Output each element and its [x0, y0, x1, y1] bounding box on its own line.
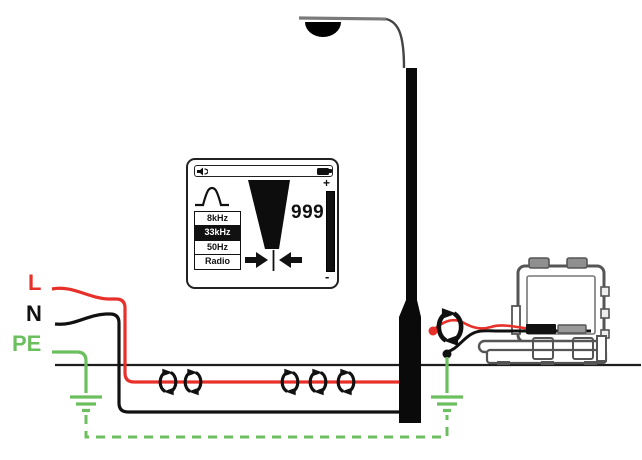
- lid-hinge: [600, 308, 610, 319]
- case-latch: [572, 337, 594, 360]
- signal-graphics: [245, 180, 302, 271]
- lead-connector-block: [526, 324, 556, 334]
- transmitter-red-lead: [432, 318, 557, 332]
- signal-strength-wedge: [248, 180, 290, 249]
- frequency-option-radio: Radio: [194, 254, 241, 270]
- lamp-pole: [399, 68, 421, 423]
- frequency-list: 8kHz 33kHz 50Hz Radio: [194, 210, 241, 270]
- earth-return-dashed-line: [84, 415, 449, 439]
- case-end-latch: [596, 335, 607, 362]
- status-bar: [194, 165, 333, 177]
- gain-plus-label: +: [323, 176, 331, 190]
- lid-side-tab: [511, 305, 521, 335]
- lid-hinge: [600, 286, 610, 297]
- neutral-wire-label: N: [26, 301, 42, 326]
- lamp-head: [305, 22, 341, 37]
- speaker-icon: [197, 167, 208, 175]
- lamp-housing: [298, 16, 387, 21]
- signal-clamp-icon: [439, 308, 461, 346]
- transmitter-case: [477, 257, 610, 365]
- live-wire-label: L: [28, 270, 42, 295]
- lid-latch: [566, 257, 588, 269]
- transmitter-black-lead: [446, 329, 591, 354]
- earth-wire-label: PE: [12, 331, 42, 356]
- connection-dot-live: [428, 326, 438, 336]
- signal-reading: 999: [291, 202, 325, 223]
- lead-connector-socket: [557, 324, 587, 334]
- case-foot: [497, 361, 510, 365]
- gain-level-bar: [326, 191, 335, 272]
- receiver-display: 8kHz 33kHz 50Hz Radio 999 + -: [186, 158, 339, 289]
- gain-minus-label: -: [325, 269, 330, 284]
- live-wire: [51, 286, 400, 384]
- earth-ground-symbol-right: [431, 395, 463, 413]
- connection-dot-earth: [442, 349, 452, 359]
- case-latch: [532, 337, 554, 360]
- transmitter-lid-inner: [526, 275, 596, 335]
- street-lamp-post: [298, 16, 421, 423]
- lid-latch: [528, 257, 550, 269]
- neutral-wire: [54, 312, 400, 414]
- signal-peak-curve-icon: [195, 186, 229, 207]
- case-foot: [584, 361, 597, 365]
- lamp-arm: [385, 17, 406, 69]
- case-foot: [541, 361, 554, 365]
- converging-arrows-icon: [245, 250, 302, 271]
- earth-ground-symbol-left: [70, 395, 102, 413]
- earth-wire: [52, 350, 88, 393]
- battery-icon: [317, 167, 332, 175]
